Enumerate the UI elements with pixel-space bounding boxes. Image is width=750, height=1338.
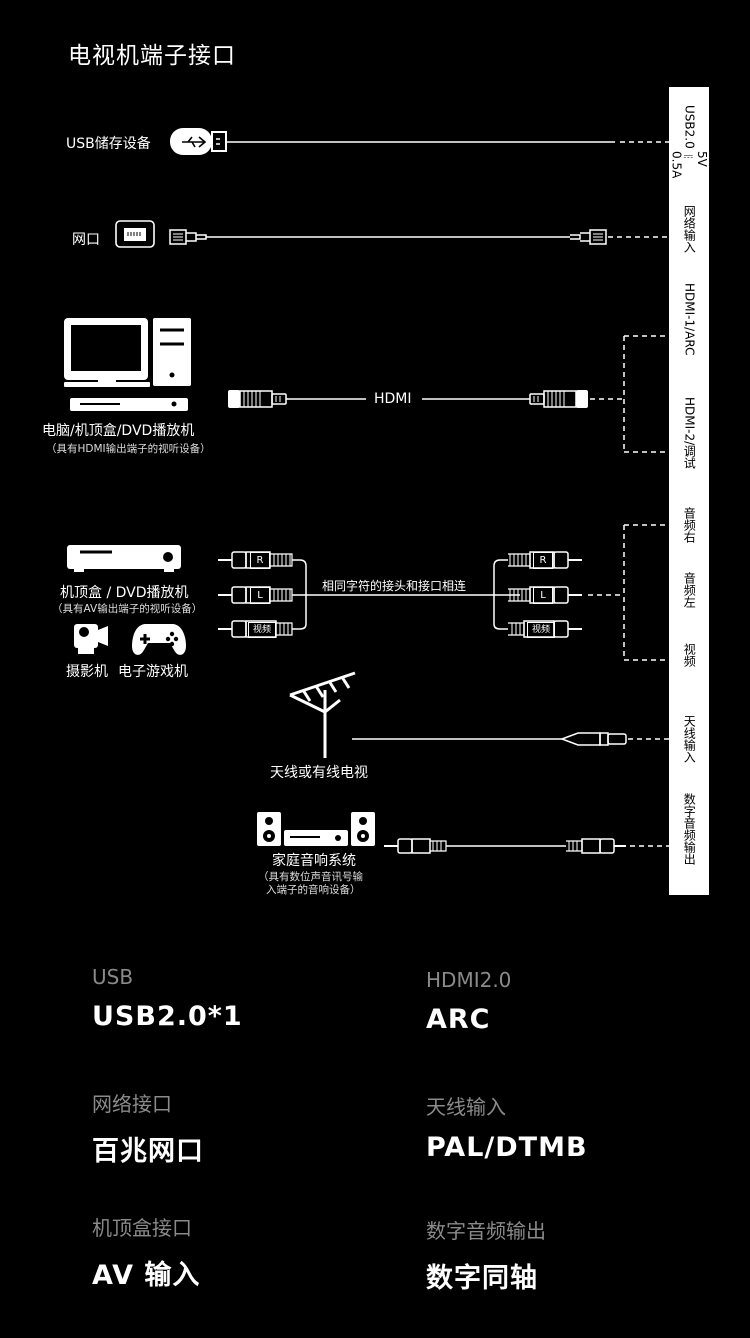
antenna-icon: [289, 671, 356, 758]
audio-device-note-1: （具有数位声音讯号输: [258, 871, 363, 883]
port-hdmi1: HDMI-1/ARC: [682, 283, 697, 356]
spec-stb-value: AV 输入: [92, 1260, 201, 1291]
port-audio-left: 音频左: [682, 572, 697, 608]
speaker-right-icon: [351, 812, 375, 846]
port-audio-right: 音频右: [682, 507, 697, 543]
usb-drive-icon: [170, 128, 227, 155]
lan-plug-left-icon: [169, 229, 207, 245]
left-plug-video: 视频: [248, 622, 276, 638]
port-usb: USB2.0 5V ⎓ 0.5A: [669, 105, 709, 179]
pc-device-label: 电脑/机顶盒/DVD播放机: [42, 423, 195, 439]
left-plug-l: L: [250, 587, 270, 604]
spec-stb-key: 机顶盒接口: [92, 1216, 192, 1240]
antenna-label: 天线或有线电视: [270, 765, 368, 781]
spec-hdmi-key: HDMI2.0: [426, 968, 512, 992]
rca-bundle-lines: [292, 559, 520, 630]
set-top-box-icon: [67, 545, 181, 572]
hdmi-plug-right-icon: [529, 390, 588, 408]
diagram-graphics: [64, 128, 669, 854]
coax-plug-right-icon: [566, 838, 626, 854]
audio-device-label: 家庭音响系统: [272, 853, 356, 869]
spec-stb: 机顶盒接口 AV 输入: [92, 1212, 200, 1292]
pc-tower-icon: [153, 318, 191, 386]
av-device-note: （具有AV输出端子的视听设备）: [52, 603, 203, 615]
av-bracket: [623, 524, 669, 661]
spec-antenna-value: PAL/DTMB: [426, 1132, 588, 1163]
port-usb-line2: 5V ⎓ 0.5A: [669, 150, 709, 179]
port-video: 视频: [682, 643, 697, 667]
port-lan: 网络输入: [682, 205, 697, 253]
hdmi-bracket: [623, 335, 669, 453]
amplifier-icon: [284, 830, 348, 846]
lan-device-label: 网口: [72, 232, 100, 248]
monitor-icon: [64, 318, 150, 387]
spec-hdmi-value: ARC: [426, 1004, 491, 1035]
spec-network-value: 百兆网口: [92, 1136, 204, 1167]
usb-device-label: USB储存设备: [66, 136, 151, 152]
spec-antenna-key: 天线输入: [426, 1095, 506, 1119]
port-usb-line1: USB2.0: [682, 105, 697, 149]
coax-plug-left-icon: [384, 838, 447, 854]
lan-port-icon: [115, 220, 155, 248]
spec-network-key: 网络接口: [92, 1092, 172, 1116]
dvd-player-icon: [70, 398, 188, 411]
speaker-left-icon: [257, 812, 281, 846]
spec-digital-audio-value: 数字同轴: [426, 1263, 538, 1294]
spec-antenna: 天线输入 PAL/DTMB: [426, 1091, 588, 1163]
camcorder-label: 摄影机: [66, 664, 108, 680]
spec-usb-value: USB2.0*1: [92, 1001, 243, 1032]
gamepad-label: 电子游戏机: [118, 664, 188, 680]
port-antenna: 天线输入: [682, 715, 697, 763]
pc-device-note: （具有HDMI输出端子的视听设备）: [46, 443, 211, 455]
spec-network: 网络接口 百兆网口: [92, 1088, 204, 1168]
port-digital-audio: 数字音频输出: [682, 793, 697, 865]
gamepad-icon: [132, 624, 186, 655]
right-plug-video: 视频: [527, 622, 555, 638]
left-plug-r: R: [250, 552, 270, 569]
right-plug-l: L: [533, 587, 553, 604]
spec-digital-audio-key: 数字音频输出: [426, 1219, 546, 1243]
tv-port-panel: USB2.0 5V ⎓ 0.5A 网络输入 HDMI-1/ARC HDMI-2/…: [669, 87, 709, 895]
port-hdmi2: HDMI-2/调试: [682, 397, 697, 470]
spec-hdmi: HDMI2.0 ARC: [426, 968, 511, 1035]
antenna-plug-icon: [559, 732, 627, 746]
hdmi-plug-left-icon: [228, 390, 287, 408]
page-title: 电视机端子接口: [68, 43, 236, 69]
audio-device-note-2: 入端子的音响设备）: [266, 884, 361, 896]
spec-usb-key: USB: [92, 965, 134, 989]
av-device-label: 机顶盒 / DVD播放机: [60, 585, 189, 601]
hdmi-cable-label: HDMI: [374, 391, 412, 407]
spec-usb: USB USB2.0*1: [92, 965, 243, 1032]
camcorder-icon: [74, 624, 108, 654]
lan-plug-right-icon: [570, 229, 607, 245]
rca-note: 相同字符的接头和接口相连: [322, 579, 467, 593]
right-plug-r: R: [533, 552, 553, 569]
spec-digital-audio: 数字音频输出 数字同轴: [426, 1215, 546, 1295]
